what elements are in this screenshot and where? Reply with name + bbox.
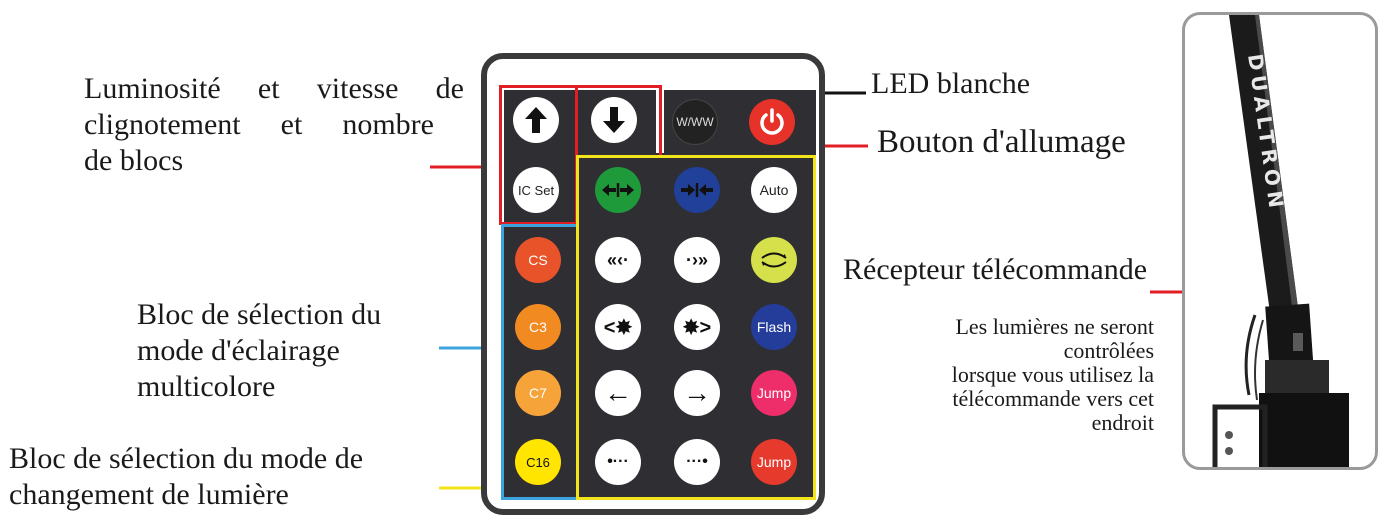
c3-button[interactable]: C3 bbox=[515, 304, 561, 350]
dots-left-button[interactable]: •··· bbox=[595, 439, 641, 485]
ic-set-button[interactable]: IC Set bbox=[513, 167, 559, 213]
white-led-button-label: W/WW bbox=[676, 115, 714, 129]
receiver-note-line5: endroit bbox=[1091, 410, 1154, 435]
c16-label: C16 bbox=[526, 454, 550, 470]
multicolor-label-line3: multicolore bbox=[137, 370, 276, 403]
c7-button[interactable]: C7 bbox=[515, 370, 561, 416]
multicolor-label-line2: mode d'éclairage bbox=[137, 334, 340, 367]
flash-label: Flash bbox=[756, 319, 792, 335]
burst-left-icon: <✸ bbox=[603, 316, 633, 339]
scooter-stem-photo: DUALTRON bbox=[1182, 12, 1378, 470]
arrow-right-button[interactable]: → bbox=[674, 370, 720, 416]
flow-left-button[interactable]: «‹· bbox=[595, 237, 641, 283]
brightness-down-button[interactable] bbox=[591, 97, 637, 143]
loop-icon bbox=[761, 252, 787, 268]
white-led-label: LED blanche bbox=[871, 67, 1031, 100]
c16-button[interactable]: C16 bbox=[515, 439, 561, 485]
multicolor-block-label: Bloc de sélection du mode d'éclairage mu… bbox=[137, 297, 381, 405]
auto-button[interactable]: Auto bbox=[751, 167, 797, 213]
burst-left-button[interactable]: <✸ bbox=[595, 304, 641, 350]
dots-right-button[interactable]: ···• bbox=[674, 439, 720, 485]
up-arrow-icon bbox=[525, 107, 547, 133]
change-block-frame bbox=[576, 155, 816, 500]
flash-button[interactable]: Flash bbox=[751, 304, 797, 350]
receiver-label: Récepteur télécommande bbox=[843, 253, 1148, 286]
power-button[interactable] bbox=[749, 99, 795, 145]
burst-right-button[interactable]: ✸> bbox=[674, 304, 720, 350]
expand-arrows-icon bbox=[602, 183, 634, 197]
brightness-label-line3: de blocs bbox=[84, 144, 184, 177]
auto-label: Auto bbox=[759, 182, 789, 198]
arrow-right-icon: → bbox=[683, 377, 711, 408]
arrow-left-icon: ← bbox=[604, 377, 632, 408]
receiver-note-line1: Les lumières ne seront bbox=[955, 314, 1154, 339]
change-label-line2: changement de lumière bbox=[9, 478, 289, 511]
receiver-note-line3: lorsque vous utilisez la bbox=[951, 362, 1154, 387]
jump-button-2[interactable]: Jump bbox=[751, 439, 797, 485]
contract-button[interactable] bbox=[674, 167, 720, 213]
brightness-block-label: Luminosité et vitesse de clignotement et… bbox=[84, 71, 464, 179]
change-block-label: Bloc de sélection du mode de changement … bbox=[9, 441, 363, 513]
brightness-up-button[interactable] bbox=[513, 97, 559, 143]
c3-label: C3 bbox=[529, 319, 547, 335]
white-led-button[interactable]: W/WW bbox=[672, 99, 718, 145]
receiver-note-line2: contrôlées bbox=[1063, 338, 1154, 363]
receiver-note: Les lumières ne seront contrôlées lorsqu… bbox=[868, 315, 1154, 435]
down-arrow-icon bbox=[603, 107, 625, 133]
flow-right-button[interactable]: ·›» bbox=[674, 237, 720, 283]
expand-button[interactable] bbox=[595, 167, 641, 213]
jump-label-2: Jump bbox=[756, 454, 792, 470]
dots-right-icon: ···• bbox=[686, 453, 708, 470]
arrow-left-button[interactable]: ← bbox=[595, 370, 641, 416]
dots-left-icon: •··· bbox=[607, 453, 629, 470]
power-icon bbox=[760, 108, 784, 135]
receiver-note-line4: télécommande vers cet bbox=[952, 386, 1154, 411]
brightness-block-frame-right bbox=[575, 85, 662, 155]
loop-button[interactable] bbox=[751, 237, 797, 283]
jump-button-1[interactable]: Jump bbox=[751, 370, 797, 416]
flow-left-icon: «‹· bbox=[607, 249, 629, 270]
brightness-label-line2: clignotement et nombre bbox=[84, 108, 434, 141]
burst-right-icon: ✸> bbox=[682, 316, 712, 339]
flow-right-icon: ·›» bbox=[686, 249, 708, 270]
jump-label-1: Jump bbox=[756, 385, 792, 401]
cs-label: CS bbox=[528, 252, 548, 268]
cs-button[interactable]: CS bbox=[515, 237, 561, 283]
change-label-line1: Bloc de sélection du mode de bbox=[9, 442, 364, 475]
scooter-stem-illustration: DUALTRON bbox=[1212, 15, 1349, 467]
contract-arrows-icon bbox=[681, 183, 713, 197]
power-label: Bouton d'allumage bbox=[877, 124, 1126, 160]
ic-set-label: IC Set bbox=[517, 182, 555, 198]
remote-control: IC Set W/WW CS C3 C7 C16 Auto bbox=[481, 53, 825, 515]
c7-label: C7 bbox=[529, 385, 547, 401]
brightness-label-line1: Luminosité et vitesse de bbox=[84, 72, 464, 105]
multicolor-label-line1: Bloc de sélection du bbox=[137, 298, 382, 331]
